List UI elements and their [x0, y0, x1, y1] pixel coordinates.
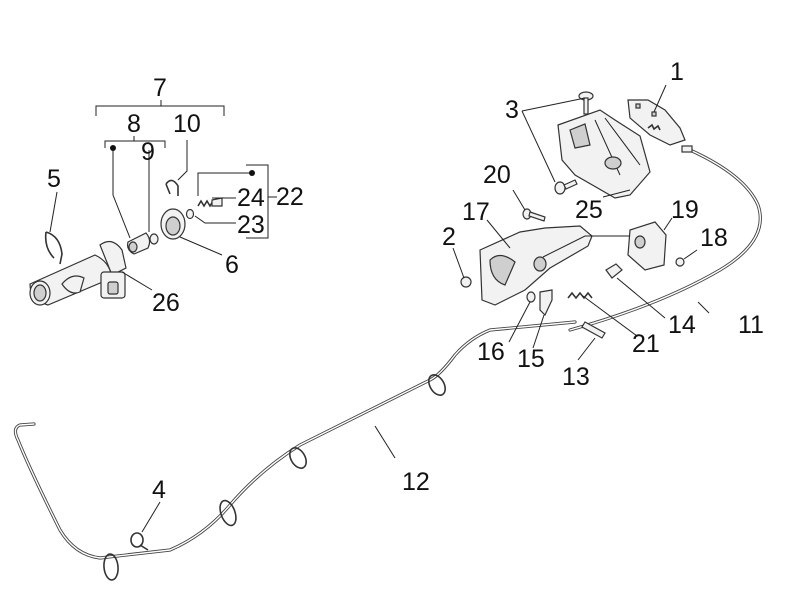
part-latch-housing-25 — [557, 109, 651, 199]
part-retaining-clip-10 — [165, 179, 179, 196]
callout-26: 26 — [152, 289, 180, 317]
part-spring-21 — [567, 291, 593, 300]
callout-3: 3 — [505, 96, 519, 124]
callout-7: 7 — [153, 74, 167, 102]
callout-22: 22 — [276, 183, 304, 211]
callout-25: 25 — [575, 196, 603, 224]
callout-21: 21 — [632, 330, 660, 358]
part-actuator-19 — [627, 221, 667, 271]
leader-lines — [49, 84, 710, 533]
callout-23: 23 — [237, 211, 265, 239]
bracket-group-7 — [95, 100, 225, 116]
callout-12: 12 — [402, 468, 430, 496]
bracket-group-8 — [104, 136, 166, 148]
part-latch-plate-1 — [627, 99, 686, 146]
bracket-group-22 — [246, 164, 277, 239]
bullet-dots — [110, 145, 255, 176]
part-cylinder-8 — [127, 232, 151, 255]
callout-16: 16 — [477, 338, 505, 366]
part-spring-clip-5 — [44, 231, 63, 265]
callout-8: 8 — [127, 110, 141, 138]
part-lock-housing-26 — [29, 240, 127, 306]
callout-10: 10 — [173, 110, 201, 138]
callout-9: 9 — [141, 138, 155, 166]
callout-1: 1 — [670, 58, 684, 86]
callout-24: 24 — [237, 184, 265, 212]
part-bushing-16 — [526, 291, 536, 303]
callout-18: 18 — [700, 224, 728, 252]
part-cable-clip-4 — [130, 532, 149, 551]
part-screw-3-bottom — [554, 179, 578, 195]
part-nut-18 — [675, 257, 685, 267]
part-upper-release-cable-11 — [568, 145, 762, 332]
callout-4: 4 — [152, 476, 166, 504]
part-pin-13 — [581, 321, 606, 339]
part-cable-end-14 — [605, 263, 623, 279]
callout-2: 2 — [442, 223, 456, 251]
callout-19: 19 — [671, 196, 699, 224]
part-bolt-20 — [522, 208, 546, 222]
part-spring-24 — [197, 197, 223, 208]
part-long-release-cable-12 — [13, 320, 577, 560]
part-lock-ring-6 — [160, 208, 186, 240]
callout-14: 14 — [668, 311, 696, 339]
part-nut-2 — [460, 276, 472, 288]
part-lever-15 — [539, 289, 553, 317]
callout-6: 6 — [225, 251, 239, 279]
part-washer-9 — [149, 233, 159, 245]
cable-loop-clips — [103, 374, 446, 581]
part-mounting-bracket-17 — [479, 225, 593, 306]
callout-13: 13 — [562, 363, 590, 391]
callout-5: 5 — [47, 165, 61, 193]
callout-20: 20 — [483, 161, 511, 189]
callout-11: 11 — [738, 311, 764, 339]
callout-labels: 1 2 3 4 5 6 7 8 9 10 11 12 13 14 15 16 1… — [47, 58, 764, 504]
callout-17: 17 — [462, 198, 490, 226]
part-screw-3-top — [578, 91, 594, 115]
part-o-ring-23 — [185, 208, 195, 220]
callout-15: 15 — [517, 345, 545, 373]
